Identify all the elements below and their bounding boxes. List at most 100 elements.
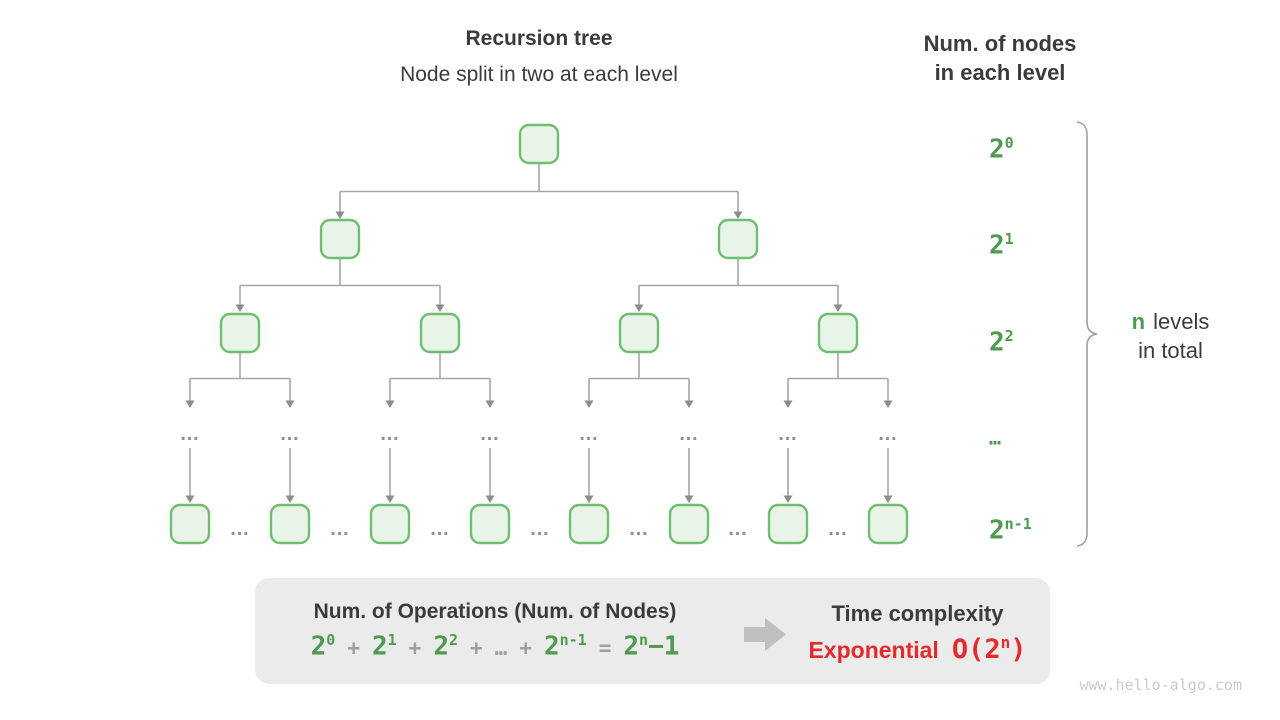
level-count-sup: 1 xyxy=(1004,230,1014,248)
term-sup: 0 xyxy=(326,631,336,649)
formula-ellipsis: … xyxy=(494,635,508,660)
leaf-gap-ellipsis: … xyxy=(230,518,251,540)
formula-term: 22 xyxy=(433,631,458,662)
term-base: 2 xyxy=(371,631,388,662)
tree-node-leaf xyxy=(469,503,511,545)
term-base: 2 xyxy=(543,631,560,662)
nodes-per-level-header-line1: Num. of nodes xyxy=(923,31,1077,56)
level-ellipsis: … xyxy=(679,423,700,445)
formula-term: 2n-1 xyxy=(544,631,587,662)
level-ellipsis: … xyxy=(579,423,600,445)
levels-brace xyxy=(1076,121,1098,547)
arrowhead-icon xyxy=(285,400,295,408)
arrowhead-icon xyxy=(335,211,345,219)
arrowhead-icon xyxy=(385,400,395,408)
level-count-sup: n-1 xyxy=(1004,515,1032,533)
complexity-word: Exponential xyxy=(808,637,939,663)
level-count-2-0: 20 xyxy=(989,128,1014,165)
big-o-notation: O(2n) xyxy=(952,633,1027,665)
formula-term: 20 xyxy=(311,631,336,662)
result-tail: −1 xyxy=(648,631,680,662)
level-ellipsis: … xyxy=(878,423,899,445)
tree-node-level1 xyxy=(717,218,759,260)
tree-node-leaf xyxy=(668,503,710,545)
level-ellipsis: … xyxy=(180,423,201,445)
result-base: 2 xyxy=(623,631,640,662)
summary-box xyxy=(255,578,1050,684)
leaf-gap-ellipsis: … xyxy=(828,518,849,540)
tree-node-leaf xyxy=(369,503,411,545)
leaf-gap-ellipsis: … xyxy=(629,518,650,540)
watermark: www.hello-algo.com xyxy=(1079,676,1242,694)
big-o-sup: n xyxy=(1000,633,1011,652)
total-levels-line2: in total xyxy=(1138,338,1203,363)
plus-operator: + xyxy=(470,635,483,660)
levels-word: levels xyxy=(1153,309,1210,334)
leaf-gap-ellipsis: … xyxy=(728,518,749,540)
level-count-base: 2 xyxy=(989,515,1005,546)
arrowhead-icon xyxy=(285,495,295,503)
operations-title: Num. of Operations (Num. of Nodes) xyxy=(313,600,677,623)
level-ellipsis: … xyxy=(480,423,501,445)
leaf-gap-ellipsis: … xyxy=(430,518,451,540)
arrowhead-icon xyxy=(634,304,644,312)
arrowhead-icon xyxy=(883,400,893,408)
level-count-base: 2 xyxy=(989,230,1005,261)
diagram-title: Recursion tree xyxy=(465,27,613,50)
result-sup: n xyxy=(639,631,649,649)
tree-node-leaf xyxy=(269,503,311,545)
arrowhead-icon xyxy=(733,211,743,219)
term-sup: n-1 xyxy=(559,631,587,649)
level-count-sup: 0 xyxy=(1004,134,1014,152)
tree-node-level1 xyxy=(319,218,361,260)
plus-operator: + xyxy=(408,635,422,660)
level-count-ellipsis: … xyxy=(989,415,1002,450)
leaf-gap-ellipsis: … xyxy=(530,518,551,540)
level-count-2-n-1: 2n-1 xyxy=(989,509,1032,546)
operations-formula: 20 + 21 + 22 + … + 2n-1 = 2n−1 xyxy=(280,631,710,662)
arrowhead-icon xyxy=(185,495,195,503)
nodes-per-level-header-line2: in each level xyxy=(934,60,1066,85)
time-complexity-value: Exponential O(2n) xyxy=(795,633,1040,665)
arrowhead-icon xyxy=(485,400,495,408)
level-count-base: 2 xyxy=(989,327,1005,358)
tree-node-leaf xyxy=(169,503,211,545)
arrowhead-icon xyxy=(584,495,594,503)
level-count-base: … xyxy=(989,425,1003,450)
plus-operator: + xyxy=(519,635,532,660)
term-base: 2 xyxy=(310,631,327,662)
big-o-base: O(2 xyxy=(951,634,1001,665)
tree-node-level2 xyxy=(419,312,461,354)
term-base: 2 xyxy=(433,631,449,662)
arrowhead-icon xyxy=(435,304,445,312)
tree-node-leaf xyxy=(568,503,610,545)
n-symbol: n xyxy=(1131,309,1146,334)
arrowhead-icon xyxy=(385,495,395,503)
term-sup: 1 xyxy=(387,631,397,649)
level-count-2-2: 22 xyxy=(989,321,1014,358)
tree-node-level2 xyxy=(817,312,859,354)
arrowhead-icon xyxy=(485,495,495,503)
arrowhead-icon xyxy=(684,495,694,503)
tree-node-level2 xyxy=(618,312,660,354)
arrowhead-icon xyxy=(783,400,793,408)
formula-result: 2n−1 xyxy=(623,631,679,662)
plus-operator: + xyxy=(347,635,360,660)
nodes-per-level-header: Num. of nodes in each level xyxy=(900,29,1100,87)
term-sup: 2 xyxy=(448,631,458,649)
right-arrow-shape xyxy=(744,618,786,651)
level-ellipsis: … xyxy=(380,423,401,445)
formula-term: 21 xyxy=(372,631,397,662)
arrowhead-icon xyxy=(584,400,594,408)
arrowhead-icon xyxy=(185,400,195,408)
leaf-gap-ellipsis: … xyxy=(330,518,351,540)
diagram-subtitle: Node split in two at each level xyxy=(400,63,678,86)
equals-operator: = xyxy=(598,635,612,660)
tree-node-leaf xyxy=(867,503,909,545)
level-count-sup: 2 xyxy=(1004,327,1014,345)
level-count-2-1: 21 xyxy=(989,224,1014,261)
